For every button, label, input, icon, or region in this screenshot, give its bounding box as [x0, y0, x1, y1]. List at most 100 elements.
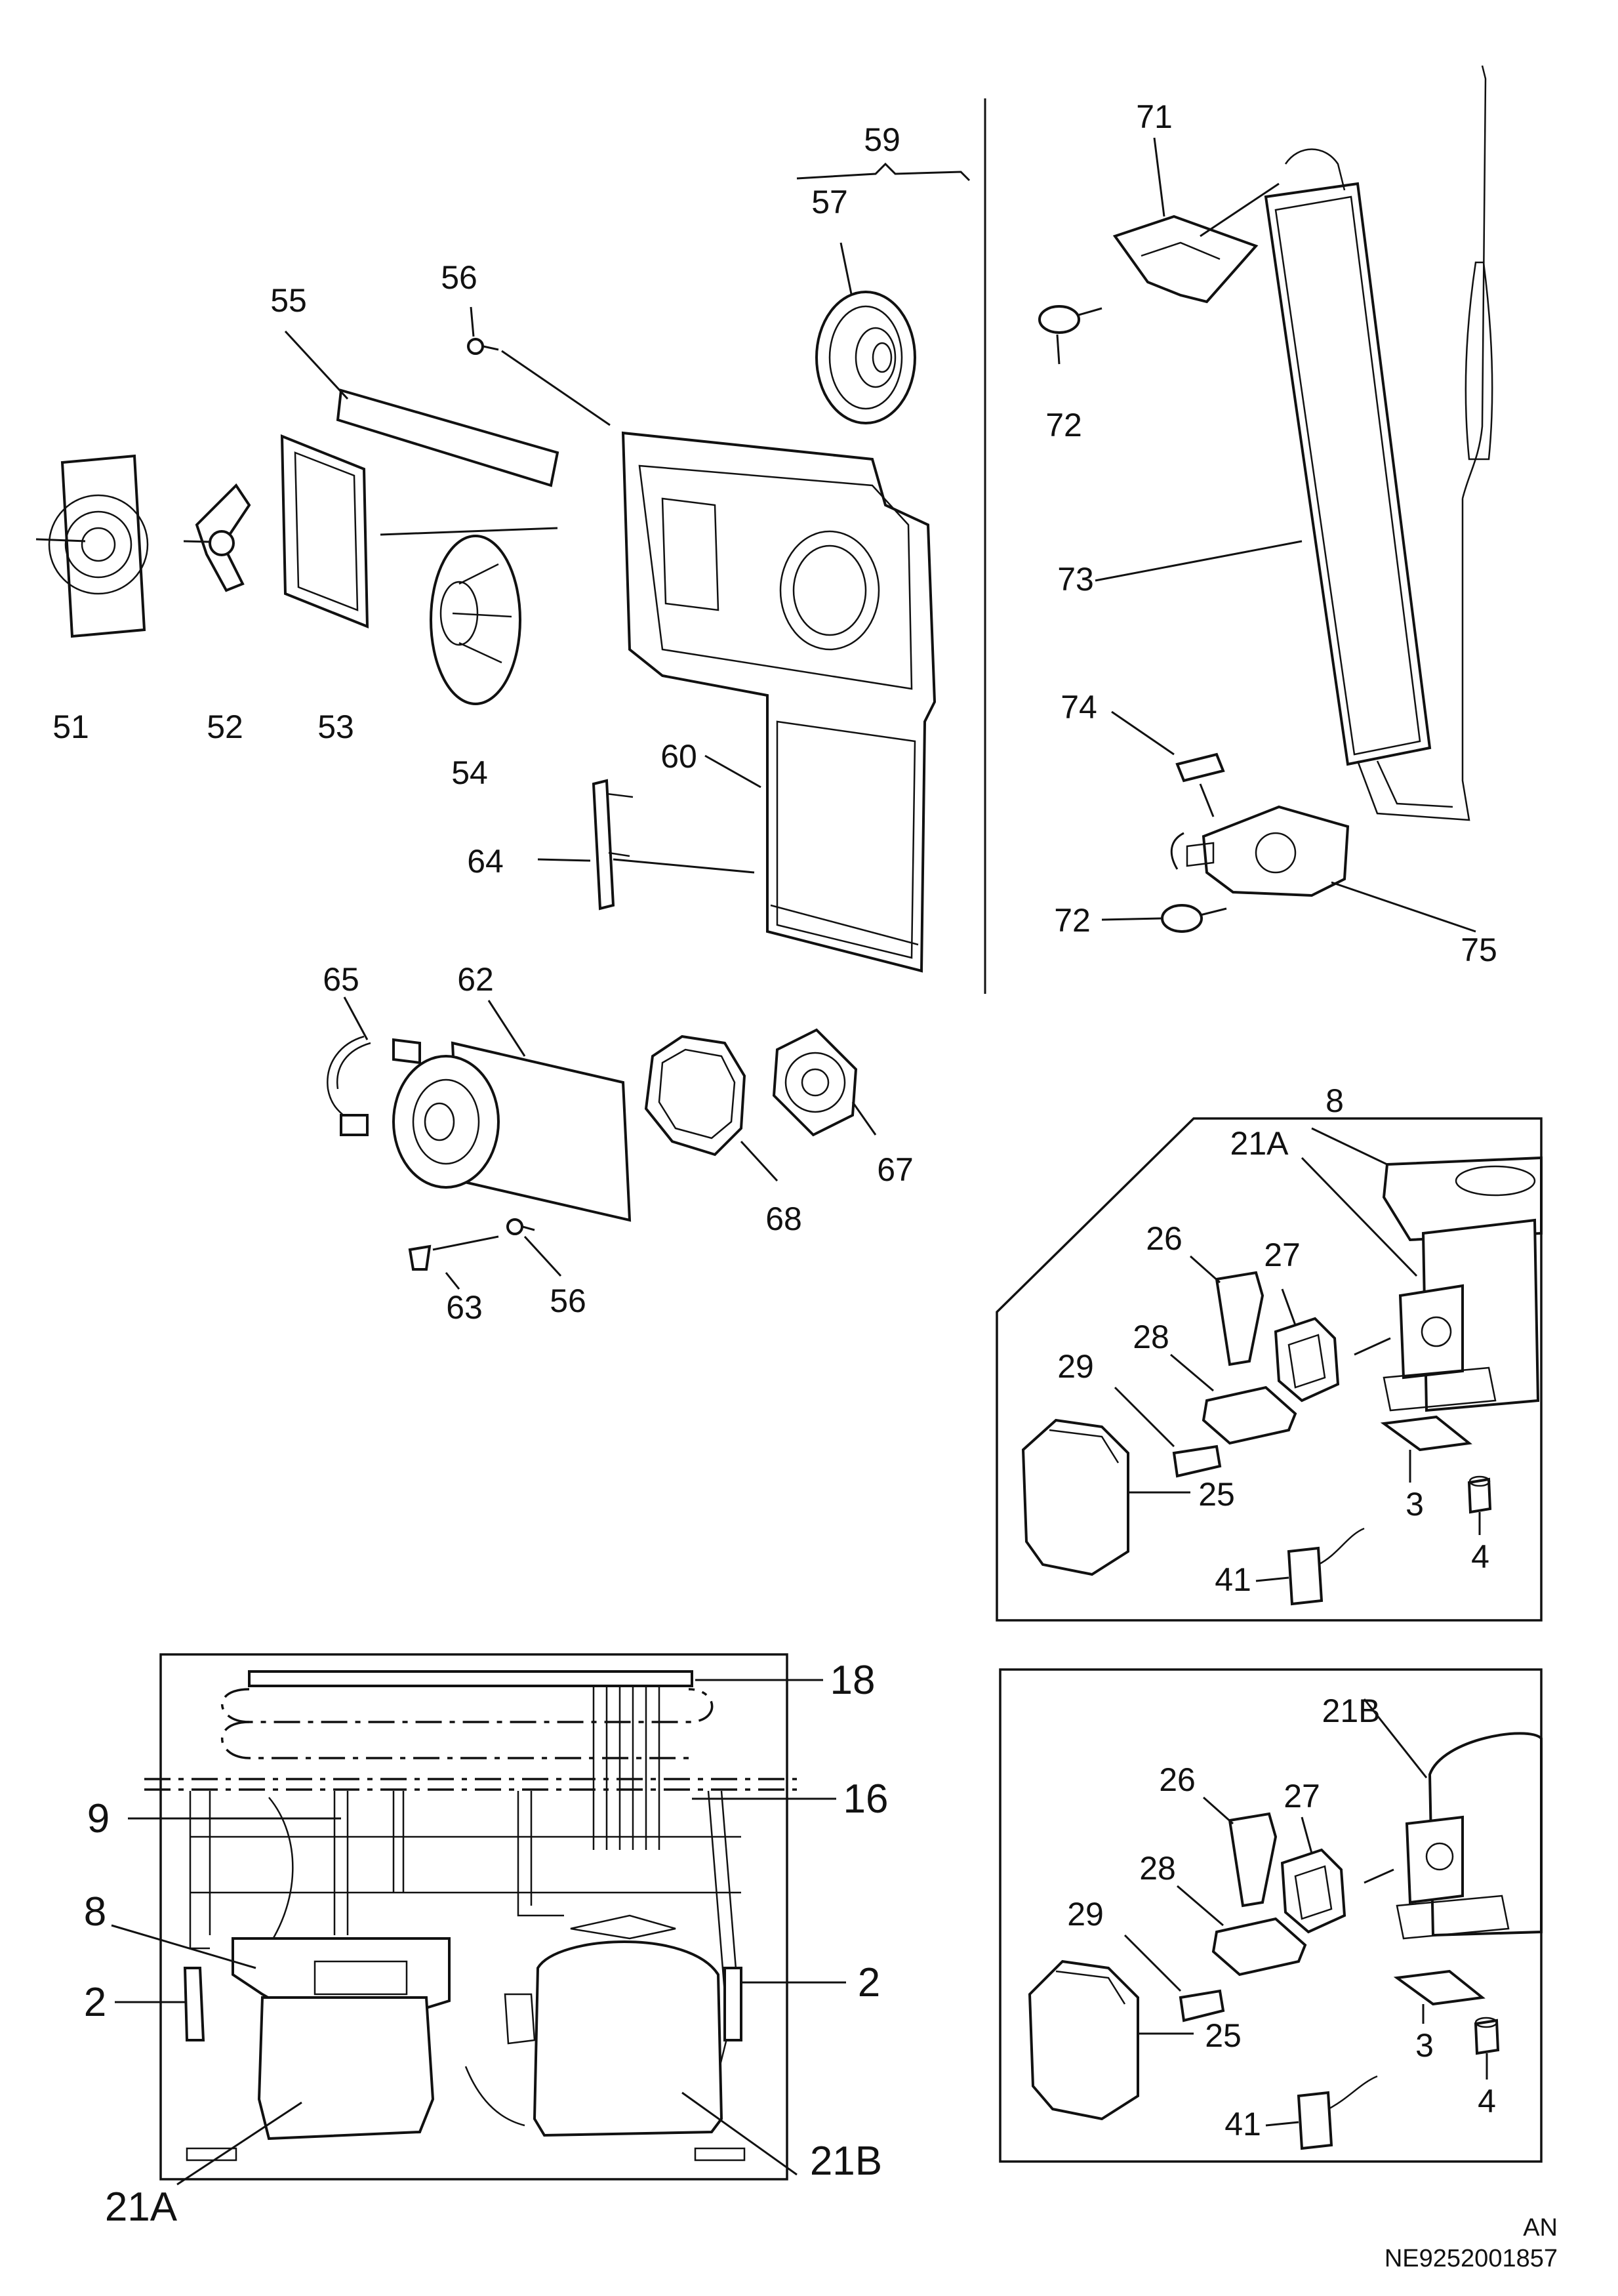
part-59-brace: [796, 162, 971, 182]
part-21b-compressor: [1363, 1698, 1543, 1940]
part-29-terminal: [1114, 1386, 1222, 1478]
label-25-panel-a: 25: [1198, 1476, 1235, 1513]
part-56-screw-top: [467, 306, 611, 426]
label-71: 71: [1136, 98, 1173, 135]
part-4-grommet: [1467, 1475, 1492, 1535]
label-29-panel-a: 29: [1057, 1348, 1094, 1385]
part-57-fan-motor-housing: [815, 242, 916, 424]
label-18: 18: [830, 1658, 876, 1703]
part-41-capacitor-b: [1265, 2075, 1378, 2150]
footer-codes: AN NE9252001857: [1385, 2214, 1558, 2272]
evaporator-fan-group: [35, 162, 971, 973]
label-72-top: 72: [1045, 407, 1082, 443]
label-60: 60: [660, 738, 697, 775]
fan-motor-group: [327, 996, 877, 1290]
part-63-clip: [408, 1235, 499, 1290]
label-57: 57: [811, 184, 848, 220]
label-73: 73: [1057, 561, 1094, 598]
label-2-right: 2: [858, 1960, 880, 2005]
part-3-clamp: [1380, 1415, 1472, 1483]
label-68: 68: [765, 1200, 802, 1237]
label-56-bottom: 56: [550, 1282, 586, 1319]
evaporator-thermostat-group: [1038, 65, 1493, 933]
part-75-thermostat-housing: [1170, 805, 1476, 933]
part-73-evaporator: [1095, 65, 1493, 821]
label-21b-cabinet: 21B: [810, 2139, 882, 2184]
label-51: 51: [52, 708, 89, 745]
label-21a-panel-a: 21A: [1230, 1125, 1289, 1162]
callout-labels: 51 52 53 54 55 56 57 59 60 64 65 62 68 6…: [52, 98, 1497, 2230]
label-64: 64: [467, 843, 504, 880]
label-27-panel-a: 27: [1264, 1237, 1301, 1273]
part-68-fan-housing: [644, 1035, 779, 1182]
part-53-fan-bracket: [280, 434, 558, 628]
label-72-bottom: 72: [1054, 902, 1091, 939]
footer-drawing-code: NE9252001857: [1385, 2245, 1558, 2272]
compressor-21b-detail-panel: [999, 1668, 1543, 2163]
label-25-panel-b: 25: [1205, 2017, 1242, 2054]
label-56-top: 56: [441, 259, 477, 296]
part-41-capacitor: [1255, 1527, 1365, 1606]
part-64-bracket: [537, 779, 755, 911]
footer-language: AN: [1523, 2214, 1558, 2242]
part-72-knob-bottom: [1101, 904, 1227, 933]
label-55: 55: [270, 282, 307, 319]
part-74-clip: [1111, 710, 1225, 817]
label-21b-panel-b: 21B: [1322, 1692, 1381, 1729]
label-28-panel-a: 28: [1133, 1319, 1169, 1355]
label-16: 16: [843, 1776, 889, 1822]
label-52: 52: [207, 708, 243, 745]
part-67-fan-guard: [772, 1028, 877, 1137]
label-41-panel-b: 41: [1224, 2106, 1261, 2142]
part-29-terminal-b: [1123, 1934, 1225, 2022]
label-8-cabinet: 8: [84, 1889, 106, 1935]
part-26-relay-cover: [1190, 1255, 1264, 1366]
label-74: 74: [1061, 689, 1097, 726]
label-65: 65: [323, 961, 359, 998]
label-62: 62: [457, 961, 494, 998]
label-28-panel-b: 28: [1139, 1850, 1176, 1887]
part-3-clamp-b: [1393, 1969, 1486, 2024]
part-62-fan-cover: [392, 1000, 632, 1222]
label-8-panel-a: 8: [1325, 1082, 1344, 1119]
part-65-wire-harness: [327, 996, 421, 1136]
part-60-evaporator-cover: [621, 431, 937, 973]
label-27-panel-b: 27: [1284, 1778, 1320, 1814]
label-4-panel-b: 4: [1478, 2083, 1496, 2120]
part-28-bracket: [1170, 1353, 1297, 1445]
part-27-relay: [1274, 1288, 1391, 1403]
label-3-panel-a: 3: [1406, 1486, 1424, 1523]
label-75: 75: [1461, 932, 1497, 968]
label-54: 54: [451, 754, 488, 791]
label-29-panel-b: 29: [1067, 1896, 1104, 1933]
label-3-panel-b: 3: [1415, 2027, 1434, 2064]
part-51-fan-grille: [35, 454, 149, 638]
part-21a-compressor: [1301, 1157, 1540, 1412]
part-52-fan-blade: [183, 483, 251, 592]
label-67: 67: [877, 1151, 914, 1188]
part-4-grommet-b: [1474, 2017, 1500, 2080]
part-71-thermostat-bracket: [1112, 137, 1280, 304]
part-56-screw-bottom: [506, 1218, 562, 1277]
part-25-terminal-cover-b: [1028, 1959, 1194, 2121]
part-27-relay-b: [1280, 1816, 1394, 1934]
part-55-cover-strip: [284, 330, 559, 487]
part-54-fan-shroud: [430, 535, 521, 705]
part-72-knob-top: [1038, 305, 1102, 365]
label-21a-cabinet: 21A: [105, 2184, 178, 2230]
part-28-bracket-b: [1177, 1885, 1307, 1977]
part-26-relay-cover-b: [1203, 1796, 1278, 1908]
label-9: 9: [87, 1796, 110, 1841]
compressor-21a-detail-panel: [996, 1117, 1543, 1622]
label-41-panel-a: 41: [1215, 1561, 1251, 1598]
label-4-panel-a: 4: [1471, 1538, 1489, 1575]
cabinet-rear-view: [111, 1653, 846, 2186]
label-63: 63: [446, 1289, 483, 1326]
label-26-panel-b: 26: [1159, 1761, 1196, 1798]
label-2-left: 2: [84, 1980, 106, 2025]
part-25-terminal-cover: [1021, 1418, 1190, 1576]
label-59: 59: [864, 121, 900, 158]
label-26-panel-a: 26: [1146, 1220, 1183, 1257]
label-53: 53: [317, 708, 354, 745]
